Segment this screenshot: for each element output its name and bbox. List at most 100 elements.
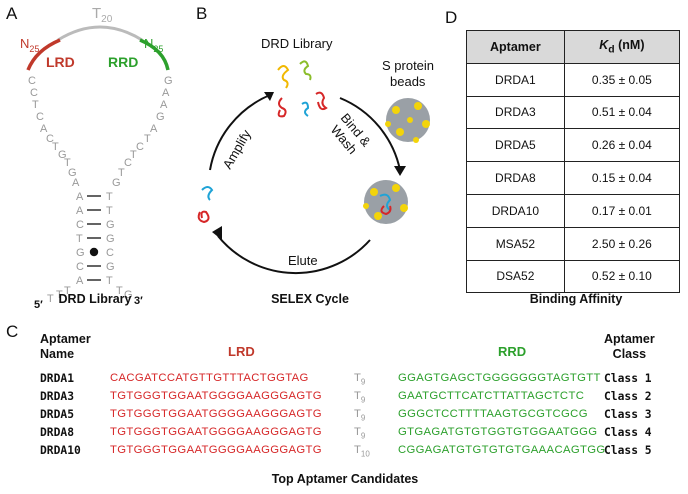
aptamer-cell: DRDA1 — [466, 62, 565, 97]
n25-right-label: N25 — [144, 36, 163, 54]
aptamer-cell: DSA52 — [466, 259, 565, 294]
svg-text:A: A — [162, 87, 170, 99]
right-strand-letters: GAA GAT CTC TG — [112, 75, 173, 189]
n25-left-label: N25 — [20, 36, 39, 54]
svg-text:C: C — [76, 219, 84, 231]
kd-cell: 0.52 ± 0.10 — [563, 259, 681, 294]
svg-text:C: C — [106, 247, 114, 259]
beads-label-line1: S protein — [382, 58, 434, 73]
aptamer-cell: DRDA5 — [466, 128, 565, 163]
lrd-label: LRD — [46, 54, 75, 70]
svg-text:T: T — [56, 289, 63, 301]
eluted-squiggles — [197, 186, 214, 224]
beads-bound — [363, 180, 408, 224]
rrd-label: RRD — [108, 54, 138, 70]
svg-text:C: C — [28, 75, 36, 87]
svg-text:T: T — [106, 191, 113, 203]
svg-text:T: T — [130, 149, 137, 161]
lrd-sequence: TGTGGGTGGAATGGGGAAGGGAGTG — [110, 426, 322, 438]
svg-text:A: A — [40, 123, 48, 135]
header-rrd: RRD — [498, 344, 527, 359]
svg-text:C: C — [46, 133, 54, 145]
aptamer-class: Class 3 — [604, 408, 652, 421]
amplify-arc — [209, 94, 271, 171]
five-prime-end: 5′ — [34, 299, 43, 310]
svg-text:G: G — [164, 75, 173, 87]
aptamer-name: DRDA1 — [40, 372, 75, 385]
base-pair-lines — [87, 195, 101, 281]
elute-arrowhead — [212, 226, 222, 240]
panel-a-caption: DRD Library — [58, 292, 132, 306]
kd-cell: 0.51 ± 0.04 — [563, 95, 681, 130]
aptamer-class: Class 2 — [604, 390, 652, 403]
svg-text:A: A — [160, 99, 168, 111]
panel-letter-b: B — [196, 4, 208, 23]
svg-text:A: A — [76, 275, 84, 287]
library-squiggles — [277, 60, 328, 118]
kd-cell: 0.17 ± 0.01 — [563, 193, 681, 228]
svg-text:C: C — [136, 141, 144, 153]
lrd-arc — [26, 38, 61, 71]
svg-text:T: T — [64, 157, 71, 169]
lrd-sequence: TGTGGGTGGAATGGGGAAGGGAGTG — [110, 444, 322, 456]
panel-b-caption: SELEX Cycle — [271, 292, 349, 306]
kd-table-header: Aptamer Kd (nM) — [466, 30, 681, 64]
library-label: DRD Library — [261, 36, 333, 51]
aptamer-name: DRDA8 — [40, 426, 75, 439]
amplify-arrowhead — [264, 92, 274, 101]
rrd-sequence: CGGAGATGTGTGTGTGAAACAGTGG — [398, 444, 606, 456]
linker: T9 — [354, 372, 366, 387]
beads-label-line2: beads — [390, 74, 426, 89]
svg-text:A: A — [76, 205, 84, 217]
svg-text:T: T — [106, 275, 113, 287]
bind-wash-arc — [339, 97, 401, 171]
svg-text:G: G — [68, 167, 77, 179]
lrd-sequence: CACGATCCATGTTGTTTACTGGTAG — [110, 372, 309, 384]
linker: T10 — [354, 444, 370, 459]
svg-text:T: T — [116, 285, 123, 297]
svg-text:G: G — [106, 233, 115, 245]
header-lrd: LRD — [228, 344, 255, 359]
aptamer-class: Class 5 — [604, 444, 652, 457]
panel-letter-c: C — [6, 322, 19, 341]
svg-text:A: A — [72, 177, 80, 189]
header-aptamer: Aptamer — [466, 30, 565, 64]
linker: T9 — [354, 426, 366, 441]
selex-cycle-diagram: DRD Library S protein beads Bind & Wash … — [197, 36, 434, 275]
svg-text:T: T — [32, 99, 39, 111]
svg-text:T: T — [144, 133, 151, 145]
aptamer-cell: MSA52 — [466, 226, 565, 261]
rrd-sequence: GAATGCTTCATCTTATTAGCTCTC — [398, 390, 585, 402]
svg-text:G: G — [106, 261, 115, 273]
svg-text:G: G — [106, 219, 115, 231]
loop-arc — [57, 25, 143, 42]
kd-cell: 2.50 ± 0.26 — [563, 226, 681, 261]
svg-text:C: C — [30, 87, 38, 99]
svg-text:T: T — [106, 205, 113, 217]
bind-wash-arrowhead — [394, 166, 406, 176]
svg-text:G: G — [124, 289, 133, 301]
svg-text:A: A — [76, 191, 84, 203]
aptamer-class: Class 4 — [604, 426, 652, 439]
svg-text:G: G — [76, 247, 85, 259]
rrd-arc — [139, 38, 170, 71]
left-strand-letters: CCT CAC TGT GA — [28, 75, 80, 189]
aptamer-name: DRDA10 — [40, 444, 81, 457]
panel-d-caption: Binding Affinity — [529, 292, 623, 306]
svg-text:G: G — [58, 149, 67, 161]
kd-cell: 0.26 ± 0.04 — [563, 128, 681, 163]
kd-cell: 0.35 ± 0.05 — [563, 62, 681, 97]
aptamer-cell: DRDA3 — [466, 95, 565, 130]
kd-cell: 0.15 ± 0.04 — [563, 161, 681, 195]
